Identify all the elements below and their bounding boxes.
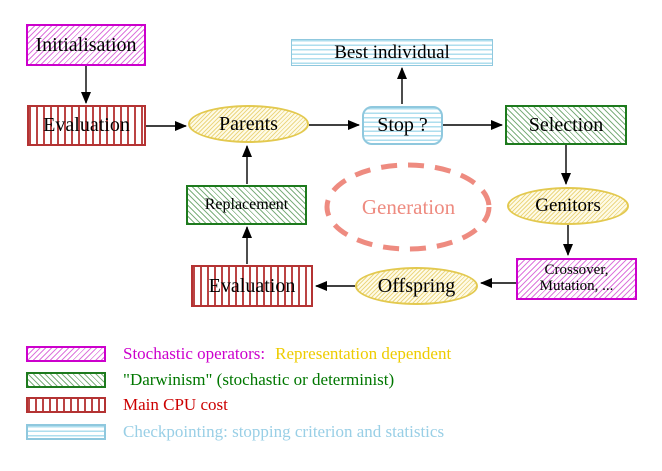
node-parents: Parents [188,105,309,143]
node-evaluation-bottom: Evaluation [191,265,313,307]
legend-row-main-cpu-cost: Main CPU cost [26,394,228,414]
legend-label-darwinism: "Darwinism" (stochastic or determinist) [123,369,395,389]
node-evaluation-top: Evaluation [27,105,146,146]
legend-swatch-red-stripes [26,396,106,413]
node-best-individual: Best individual [291,39,493,66]
node-genitors: Genitors [507,187,629,225]
legend-label-stochastic-operators: Stochastic operators: [123,343,266,363]
legend-row-darwinism: "Darwinism" (stochastic or determinist) [26,369,395,389]
node-replacement: Replacement [186,185,307,225]
crossover-line2: Mutation, ... [539,278,614,294]
legend-row-checkpointing: Checkpointing: stopping criterion and st… [26,421,445,441]
legend-label-representation-dependent: Representation dependent [275,343,452,363]
legend-label-main-cpu-cost: Main CPU cost [123,394,228,414]
node-selection: Selection [505,105,627,145]
node-stop: Stop ? [362,106,443,145]
crossover-line1: Crossover, [544,262,609,279]
legend-swatch-green-hatch [26,371,106,388]
legend-row-stochastic-operators: Stochastic operators: Representation dep… [26,343,452,363]
legend-swatch-cyan-stripes [26,423,106,440]
legend-label-checkpointing: Checkpointing: stopping criterion and st… [123,421,445,441]
node-offspring: Offspring [355,267,478,305]
node-initialisation: Initialisation [26,24,146,66]
legend-swatch-magenta-hatch [26,345,106,362]
node-crossover-mutation: Crossover, Mutation, ... [516,258,637,300]
node-generation: Generation [361,195,456,220]
